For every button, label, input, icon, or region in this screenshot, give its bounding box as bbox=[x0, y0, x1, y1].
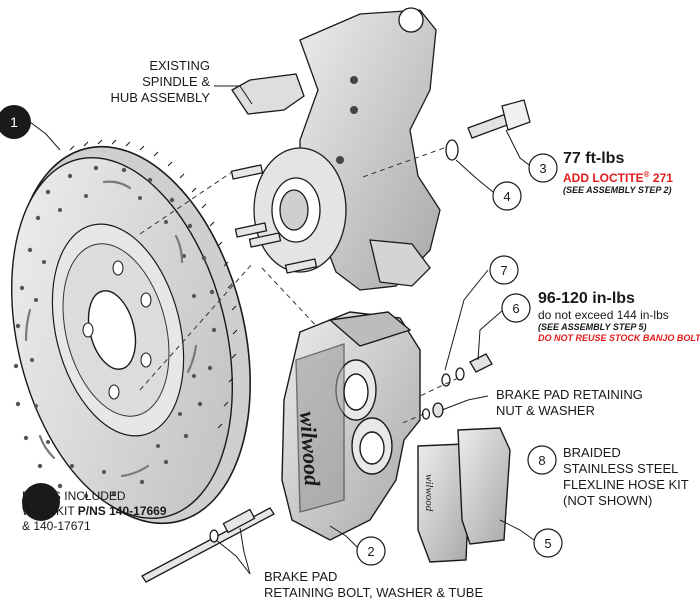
spindle-and-hub bbox=[139, 7, 441, 391]
callout-7: 7 bbox=[489, 255, 519, 285]
spindle-upper-arm bbox=[231, 73, 305, 115]
caliper: wilwood bbox=[281, 311, 421, 541]
spec-callout-6: 96-120 in-lbs do not exceed 144 in-lbs (… bbox=[538, 290, 700, 344]
label-spindle-hub: EXISTING SPINDLE & HUB ASSEMBLY bbox=[110, 58, 210, 105]
callout-8: 8 bbox=[527, 445, 557, 475]
rotor-lug-holes bbox=[82, 260, 152, 400]
rotor bbox=[11, 139, 251, 525]
svg-text:3: 3 bbox=[539, 161, 546, 176]
hub-wheel-studs bbox=[230, 164, 318, 274]
rotor-slots bbox=[24, 180, 198, 478]
callout-2: 2 bbox=[356, 536, 386, 566]
callout-6: 6 bbox=[501, 293, 531, 323]
pad-retaining-nut bbox=[432, 402, 444, 418]
spec6-warning: DO NOT REUSE STOCK BANJO BOLT bbox=[538, 333, 700, 343]
spec6-note: (SEE ASSEMBLY STEP 5) bbox=[538, 322, 647, 332]
svg-text:2: 2 bbox=[367, 544, 374, 559]
svg-text:4: 4 bbox=[503, 189, 510, 204]
caliper-bolt-washer bbox=[445, 139, 459, 161]
spec3-loctite: ADD LOCTITE® 271 bbox=[563, 170, 673, 185]
spec3-note: (SEE ASSEMBLY STEP 2) bbox=[563, 185, 672, 195]
callout-4: 4 bbox=[492, 181, 522, 211]
label-pad-nut-washer: BRAKE PAD RETAINING NUT & WASHER bbox=[496, 387, 643, 418]
label-pad-retaining-bolt: BRAKE PAD RETAINING BOLT, WASHER & TUBE bbox=[264, 569, 484, 600]
pad-retaining-tube bbox=[222, 508, 256, 534]
banjo-bolt bbox=[469, 353, 493, 373]
svg-text:7: 7 bbox=[500, 263, 507, 278]
brake-pads: wilwood bbox=[417, 427, 511, 563]
svg-text:5: 5 bbox=[544, 536, 551, 551]
pad-retaining-washer bbox=[421, 408, 431, 420]
caliper-logo: wilwood bbox=[295, 411, 325, 488]
leader-lines bbox=[29, 85, 535, 575]
svg-text:6: 6 bbox=[512, 301, 519, 316]
caliper-bolt-head bbox=[501, 99, 531, 131]
label-flexline-hose: BRAIDED STAINLESS STEEL FLEXLINE HOSE KI… bbox=[563, 445, 689, 508]
pad-logo: wilwood bbox=[423, 474, 435, 512]
spec-callout-3: 77 ft-lbs ADD LOCTITE® 271 (SEE ASSEMBLY… bbox=[563, 150, 673, 196]
spec6-torque: 96-120 in-lbs bbox=[538, 290, 635, 307]
callout-1: 1 bbox=[0, 105, 31, 139]
callout-3: 3 bbox=[528, 153, 558, 183]
pad-retaining-bolt-washer bbox=[209, 529, 219, 543]
caliper-bridge bbox=[328, 311, 412, 347]
callout-5: 5 bbox=[533, 528, 563, 558]
svg-text:1: 1 bbox=[10, 114, 18, 130]
svg-text:8: 8 bbox=[538, 453, 545, 468]
hardware bbox=[141, 99, 531, 583]
spec6-limit: do not exceed 144 in-lbs bbox=[538, 308, 669, 322]
rotor-drilled-holes bbox=[13, 165, 217, 499]
spindle-lower-arm bbox=[369, 239, 431, 287]
kit-legend-dot bbox=[22, 483, 60, 521]
banjo-washer-1 bbox=[455, 367, 465, 381]
kit-legend: PARTS INCLUDED WITH KIT P/NS 140-17669 &… bbox=[22, 489, 167, 533]
brake-pad-inner bbox=[457, 427, 511, 545]
rotor-vents bbox=[69, 139, 238, 429]
spec3-torque: 77 ft-lbs bbox=[563, 150, 625, 167]
spindle-ball-joint bbox=[398, 7, 424, 33]
caliper-mount-bolt bbox=[467, 113, 511, 139]
